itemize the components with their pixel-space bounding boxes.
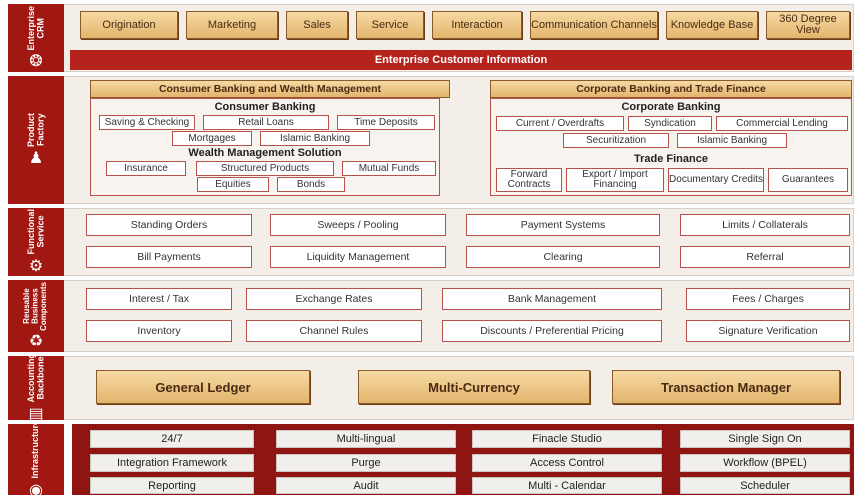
infra-access-control: Access Control [472,454,662,472]
globe-icon: ◉ [29,481,43,495]
func-sweeps-pooling: Sweeps / Pooling [270,214,446,236]
tag-islamic-banking-consumer: Islamic Banking [260,131,370,146]
tag-islamic-banking-corporate: Islamic Banking [677,133,787,148]
infra-purge: Purge [276,454,456,472]
consumer-banking-header: Consumer Banking and Wealth Management [90,80,450,98]
reusable-components-side-label: Reusable Business Components ♻ [8,280,64,352]
general-ledger: General Ledger [96,370,310,404]
func-bill-payments: Bill Payments [86,246,252,268]
functional-service-side-label: Functional Service ⚙ [8,208,64,276]
reuse-discounts-preferential-pricing: Discounts / Preferential Pricing [442,320,662,342]
reuse-exchange-rates: Exchange Rates [246,288,422,310]
infra-multi-calendar: Multi - Calendar [472,477,662,494]
tag-current-overdrafts: Current / Overdrafts [496,116,624,131]
tag-mortgages: Mortgages [172,131,252,146]
infra-multi-lingual: Multi-lingual [276,430,456,448]
wealth-management-title: Wealth Management Solution [188,147,342,159]
recycle-icon: ♻ [28,333,44,351]
reuse-interest-tax: Interest / Tax [86,288,232,310]
crm-module-communication-channels: Communication Channels [530,11,658,39]
corporate-banking-header: Corporate Banking and Trade Finance [490,80,852,98]
trade-finance-title: Trade Finance [634,153,708,165]
tag-structured-products: Structured Products [196,161,334,176]
tag-guarantees: Guarantees [768,168,848,192]
crm-module-interaction: Interaction [432,11,522,39]
tag-mutual-funds: Mutual Funds [342,161,436,176]
tag-forward-contracts: Forward Contracts [496,168,562,192]
infra-single-sign-on: Single Sign On [680,430,850,448]
infra-integration-framework: Integration Framework [90,454,254,472]
crm-module-marketing: Marketing [186,11,278,39]
tag-bonds: Bonds [277,177,345,192]
tag-commercial-lending: Commercial Lending [716,116,848,131]
product-factory-side-label: Product Factory ♟ [8,76,64,204]
func-payment-systems: Payment Systems [466,214,660,236]
people-icon: ♟ [28,150,44,167]
infra-24-7: 24/7 [90,430,254,448]
crm-module-360-degree-view: 360 Degree View [766,11,850,39]
func-referral: Referral [680,246,850,268]
crm-module-sales: Sales [286,11,348,39]
accounting-backbone-side-label: Accounting Backbone ▤ [8,356,64,420]
tag-syndication: Syndication [628,116,712,131]
tag-insurance: Insurance [106,161,186,176]
crm-module-knowledge-base: Knowledge Base [666,11,758,39]
func-clearing: Clearing [466,246,660,268]
infrastructure-side-label: Infrastructure ◉ [8,424,64,495]
compass-icon: ❂ [29,53,43,71]
transaction-manager: Transaction Manager [612,370,840,404]
tag-export-import-financing: Export / Import Financing [566,168,664,192]
ledger-icon: ▤ [28,405,44,420]
reuse-channel-rules: Channel Rules [246,320,422,342]
enterprise-customer-information-bar: Enterprise Customer Information [70,50,852,70]
tag-equities: Equities [197,177,269,192]
tag-time-deposits: Time Deposits [337,115,435,130]
multi-currency: Multi-Currency [358,370,590,404]
crm-module-service: Service [356,11,424,39]
tag-documentary-credits: Documentary Credits [668,168,764,192]
func-standing-orders: Standing Orders [86,214,252,236]
gears-icon: ⚙ [28,257,44,275]
reuse-signature-verification: Signature Verification [686,320,850,342]
reuse-inventory: Inventory [86,320,232,342]
infra-reporting: Reporting [90,477,254,494]
infra-finacle-studio: Finacle Studio [472,430,662,448]
func-liquidity-management: Liquidity Management [270,246,446,268]
tag-saving-checking: Saving & Checking [99,115,195,130]
tag-securitization: Securitization [563,133,669,148]
infra-workflow-bpel: Workflow (BPEL) [680,454,850,472]
reuse-bank-management: Bank Management [442,288,662,310]
consumer-banking-title: Consumer Banking [214,101,316,113]
reuse-fees-charges: Fees / Charges [686,288,850,310]
tag-retail-loans: Retail Loans [203,115,329,130]
corporate-banking-title: Corporate Banking [621,101,721,113]
crm-module-origination: Origination [80,11,178,39]
infra-scheduler: Scheduler [680,477,850,494]
consumer-banking-panel [90,98,440,196]
crm-side-label: Enterprise CRM ❂ [8,4,64,72]
func-limits-collaterals: Limits / Collaterals [680,214,850,236]
infra-audit: Audit [276,477,456,494]
